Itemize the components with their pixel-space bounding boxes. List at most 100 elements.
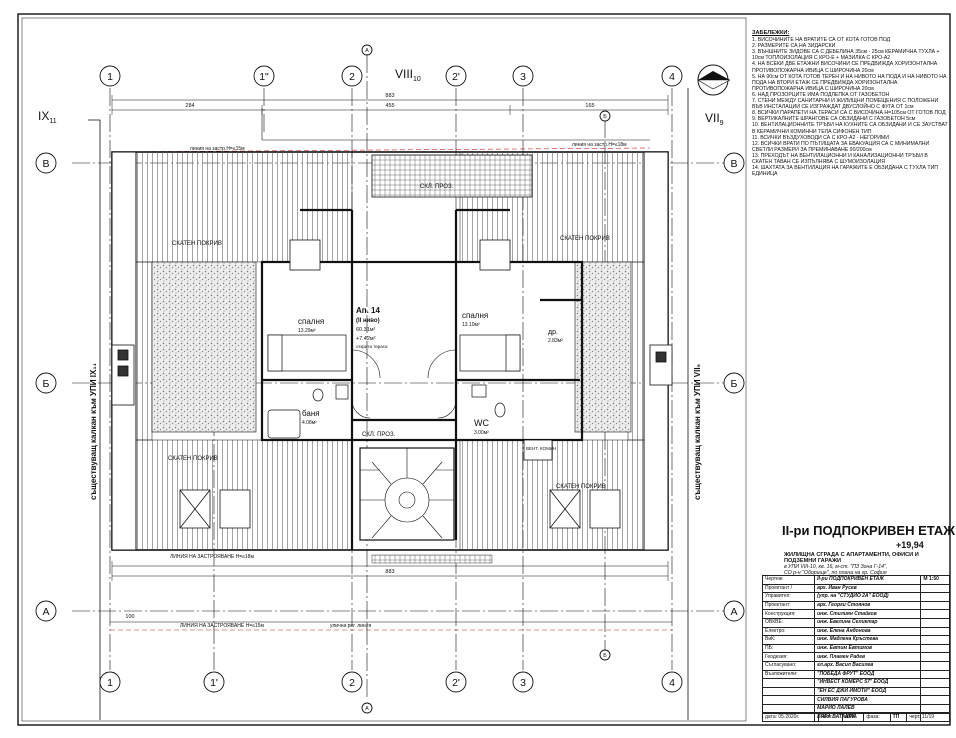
- note-item: 4. НА ВСЕКИ ДВЕ ЕТАЖНИ ВИСОЧИНИ СЕ ПРЕДВ…: [752, 61, 938, 74]
- title-block-row: Съгласувано:гл.арх. Васил Василев: [761, 660, 950, 671]
- note-item: 5. НА 90см ОТ КОТА ГОТОВ ТЕРЕН И НА НИВО…: [752, 73, 947, 92]
- street-line-label: улична рег. линия: [330, 623, 371, 629]
- project-location-2: СО р-н "Оборище", по плана на гр. София: [784, 570, 887, 577]
- title-block-value: инж. Мадлена Кръстева: [814, 635, 922, 645]
- storage-area: 2.83м²: [548, 338, 563, 344]
- dim-top-b: 455: [385, 103, 394, 109]
- right-firewall-label: съществуващ калкан към УПИ VII₉: [693, 363, 702, 500]
- dim-bottom-a: 100: [125, 614, 134, 620]
- title-block-row: "ЕН ЕС ДЖИ ИМОТИ" ЕООД: [761, 686, 950, 697]
- title-block-extra: [920, 600, 950, 611]
- terrace-right: [574, 261, 632, 433]
- title-block-extra: [920, 695, 950, 705]
- title-block-value: инж. Евтим Евтимов: [814, 643, 922, 654]
- title-block-extra: [920, 635, 950, 645]
- title-block-extra: [920, 643, 950, 654]
- section-mark2-bottom-circle: [599, 649, 611, 661]
- bath-label: баня: [302, 409, 320, 418]
- dim-top-c: 165: [585, 103, 594, 109]
- axis-top-3-circle: [445, 65, 467, 87]
- axis-row-left-1-label: Б: [43, 378, 50, 390]
- title-block-extra: [920, 617, 950, 628]
- neighbor-center: VIII10: [395, 67, 421, 83]
- apt-number: Ап. 14: [356, 306, 381, 315]
- chimney-label: ВЕНТ. КОМИН: [526, 446, 556, 451]
- skylight-top: [371, 154, 533, 198]
- note-item: 11. ВСИЧКИ ВЪЗДУХОВОДИ СА С КРО-А2 - НЕГ…: [752, 134, 889, 141]
- axis-top-2-label: 2: [349, 71, 355, 83]
- build-line-top-right: линия на застр.Н=≤18м: [572, 142, 627, 148]
- terrace-left: [151, 261, 257, 433]
- title-block-value: (упр. на "СТУДИО 2А" ЕООД): [814, 592, 922, 602]
- title-block-row: ВиК:инж. Мадлена Кръстева: [761, 635, 950, 645]
- title-block-label: Съгласувано:: [761, 660, 816, 671]
- axis-bottom-4-label: 3: [520, 677, 526, 689]
- axis-row-right-0-label: В: [730, 158, 737, 170]
- note-item: 7. СТЕНИ МЕЖДУ САНИТАРНИ И ЖИЛИЩНИ ПОМЕЩ…: [752, 98, 939, 111]
- bedroom-right-area: 13.10м²: [462, 322, 480, 328]
- apt-area: 60.31м²: [356, 327, 376, 333]
- footer-phase: ТП: [889, 712, 908, 722]
- title-block-value: II-ри ПОДПОКРИВЕН ЕТАЖ: [814, 575, 922, 585]
- footer-part-label: част:: [818, 712, 843, 722]
- title-block-extra: [920, 626, 950, 637]
- title-block-row: ПБ:инж. Евтим Евтимов: [761, 643, 950, 654]
- title-block-value: инж. Стилиян Стайков: [814, 609, 922, 619]
- roof-label-2: СКАТЕН ПОКРИВ: [560, 236, 610, 242]
- title-block-label: Електро:: [761, 626, 816, 637]
- axis-bottom-2-circle: [341, 671, 363, 693]
- dim-top-total: 883: [385, 93, 394, 99]
- title-block-extra: [920, 583, 950, 594]
- interior-walls: [260, 208, 584, 550]
- title-block-label: ВиК:: [761, 635, 816, 645]
- terrace-area: +7.42м²: [356, 336, 376, 342]
- build-line-bottom: ЛИНИЯ НА ЗАСТРОЯВАНЕ Н=≤18м: [170, 554, 254, 560]
- project-location: в УПИ VIII-10, кв. 16, м-ст. "ПЗ Зона Г-…: [784, 564, 888, 571]
- axis-row-right-1-label: Б: [731, 378, 738, 390]
- title-block-value: инж. Евелина Селиктар: [814, 617, 922, 628]
- axis-row-right-2-circle: [723, 600, 745, 622]
- axis-row-right-2-label: А: [730, 606, 737, 618]
- axis-bottom-5-circle: [661, 671, 683, 693]
- chimneys: [111, 344, 673, 461]
- axis-bottom-3-circle: [445, 671, 467, 693]
- section-mark-bottom-label: А: [365, 706, 369, 712]
- wc-label: WC: [474, 418, 489, 428]
- axis-bottom-0-label: 1: [107, 677, 113, 689]
- axis-bottom-1-circle: [203, 671, 225, 693]
- notes-title: ЗАБЕЛЕЖКИ:: [752, 30, 790, 36]
- title-block-label: [761, 695, 816, 705]
- north-arrow: [696, 64, 731, 96]
- axis-row-right-1-circle: [723, 372, 745, 394]
- storage-label: др.: [548, 329, 558, 336]
- bedroom-right-label: спалня: [462, 311, 488, 320]
- dim-top-a: 284: [185, 103, 194, 109]
- project-info: ЖИЛИЩНА СГРАДА С АПАРТАМЕНТИ, ОФИСИ И ПО…: [784, 552, 944, 576]
- axis-bottom-5-label: 4: [669, 677, 675, 689]
- title-block-value: инж. Пламен Радев: [814, 652, 922, 662]
- axis-top-4-label: 3: [520, 71, 526, 83]
- staircase: [359, 447, 455, 541]
- axis-bottom-1-label: 1': [210, 677, 218, 689]
- note-item: 1. ВИСОЧИНИТЕ НА ВРАТИТЕ СА ОТ КОТА ГОТО…: [752, 37, 891, 44]
- footer-phase-label: фаза:: [863, 712, 891, 722]
- bath-area: 4.08м²: [302, 420, 317, 426]
- skylight-top-label: СКЛ. ПРОЗ.: [420, 184, 454, 190]
- note-item: 13. ПРЕХОДЪТ НА ВЕНТИЛАЦИОННИ И КАНАЛИЗА…: [752, 152, 928, 165]
- title-block-value: гл.арх. Васил Василев: [814, 660, 922, 671]
- left-firewall-label: съществуващ калкан към УПИ IX₁₁: [89, 362, 98, 500]
- title-block-value: СИЛВИЯ ПАГУРОВА: [814, 695, 922, 705]
- note-item: 8. ВСИЧКИ ПАРАПЕТИ НА ТЕРАСИ СА С ВИСОЧИ…: [752, 110, 946, 117]
- title-block-extra: [920, 652, 950, 662]
- title-block-label: ПБ:: [761, 643, 816, 654]
- title-block-extra: [920, 592, 950, 602]
- axis-row-left-2-circle: [35, 600, 57, 622]
- title-block-footer: дата: 05.2020г. част: АРХ фаза: ТП черт.…: [762, 712, 950, 722]
- axis-top-5-circle: [661, 65, 683, 87]
- note-item: 9. ВЕРТИКАЛНИТЕ ШРАНГОВЕ СА ОБЗИДАНИ С Г…: [752, 116, 916, 123]
- title-block-extra: [920, 686, 950, 697]
- axis-top-1-circle: [253, 65, 275, 87]
